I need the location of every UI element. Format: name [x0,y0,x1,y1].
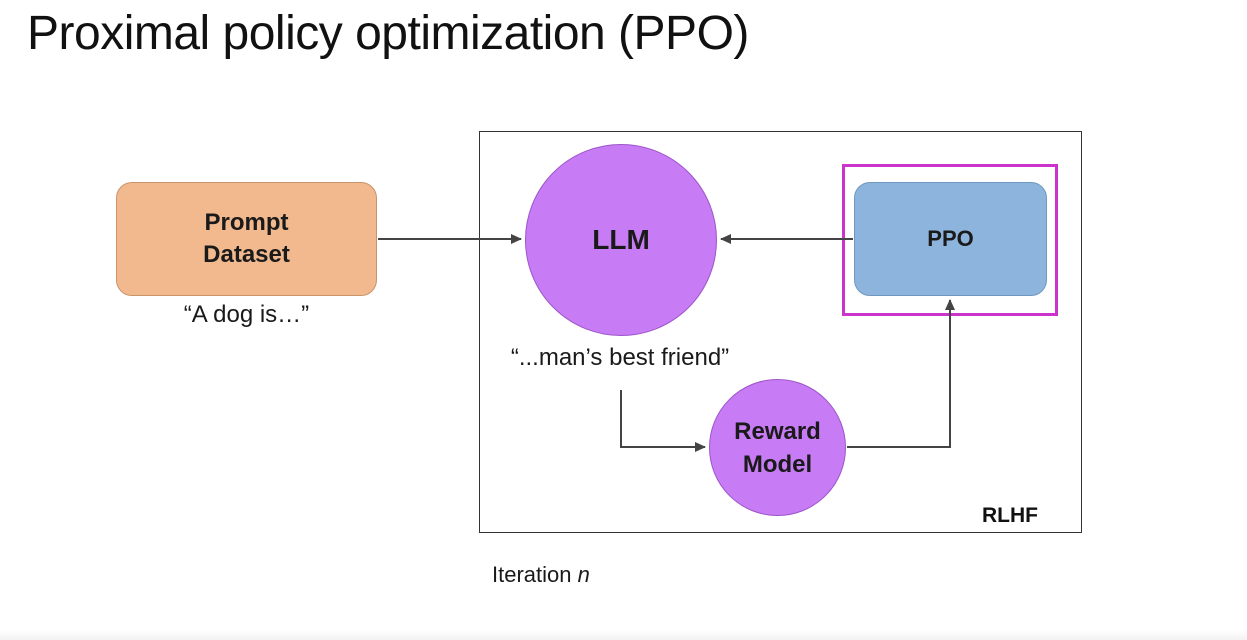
llm-node: LLM [525,144,717,336]
reward-model-node: Reward Model [709,379,846,516]
slide-title: Proximal policy optimization (PPO) [27,7,749,60]
iteration-caption: Iteration n [492,562,590,588]
bottom-edge-strip [0,630,1247,640]
llm-label: LLM [592,224,650,255]
ppo-node: PPO [854,182,1047,296]
iteration-caption-prefix: Iteration [492,562,578,587]
ppo-label: PPO [927,226,974,251]
rlhf-label: RLHF [982,504,1038,527]
iteration-variable: n [577,562,590,587]
llm-output-text: “...man’s best friend” [510,344,730,371]
prompt-dataset-node: Prompt Dataset [116,182,377,296]
prompt-dataset-label: Prompt Dataset [203,209,290,268]
reward-model-label: Reward Model [734,417,821,478]
prompt-example-text: “A dog is…” [183,301,310,328]
rlhf-frame [479,131,1082,533]
